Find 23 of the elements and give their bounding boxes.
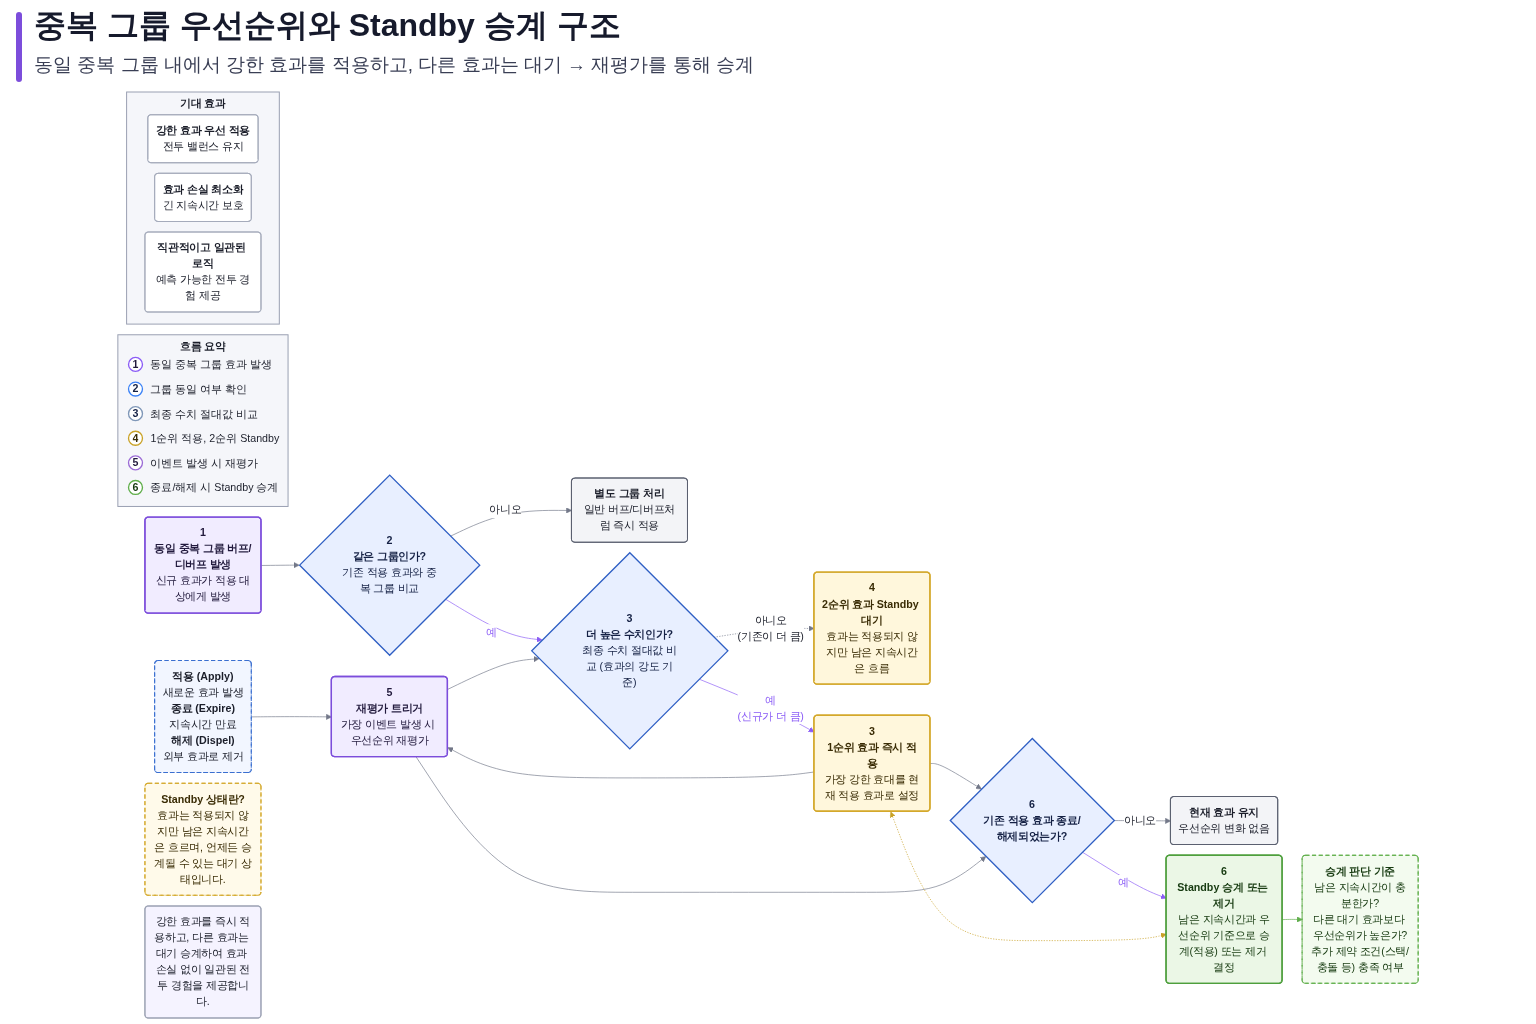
edge-label: 예 (신규가 더 큼) [737,694,804,722]
node-circle: 4 [127,430,144,446]
node-circle: 3 [127,406,144,422]
node-circle: 1 [127,356,144,373]
step-description: 동일 중복 그룹 효과 발생 [150,358,273,371]
step-description: 종료/해제 시 Standby 승계 [150,481,279,494]
edge-label: 아니오 (기존이 더 큼) [737,614,804,642]
edge-label: 예 [1117,877,1129,889]
title: 중복 그룹 우선순위와 Standby 승계 구조 [34,6,621,45]
node-circle: 2 [127,381,144,397]
edge-label: 예 [485,626,497,638]
node-circle: 5 [127,455,144,471]
step-description: 1순위 적용, 2순위 Standby [150,432,280,445]
edge-label: 아니오 [489,504,522,516]
step-description: 그룹 동일 여부 확인 [150,383,248,396]
node-diamond: 2 같은 그룹인가? 기존 적용 효과와 중복 그룹 비교 [298,474,481,657]
edge-label: 아니오 [1124,814,1157,826]
node-diamond: 3 더 높은 수치인가? 최종 수치 절대값 비교 (효과의 강도 기준) [530,551,729,750]
node-circle: 6 [127,479,144,496]
step-description: 이벤트 발생 시 재평가 [150,456,259,469]
step-description: 최종 수치 절대값 비교 [150,407,259,420]
subtitle: 동일 중복 그룹 내에서 강한 효과를 적용하고, 다른 효과는 대기 → 재평가를 통해 승계 [34,53,754,77]
node-diamond: 6 기존 적용 효과 종료/해제되었는가? [949,737,1116,904]
